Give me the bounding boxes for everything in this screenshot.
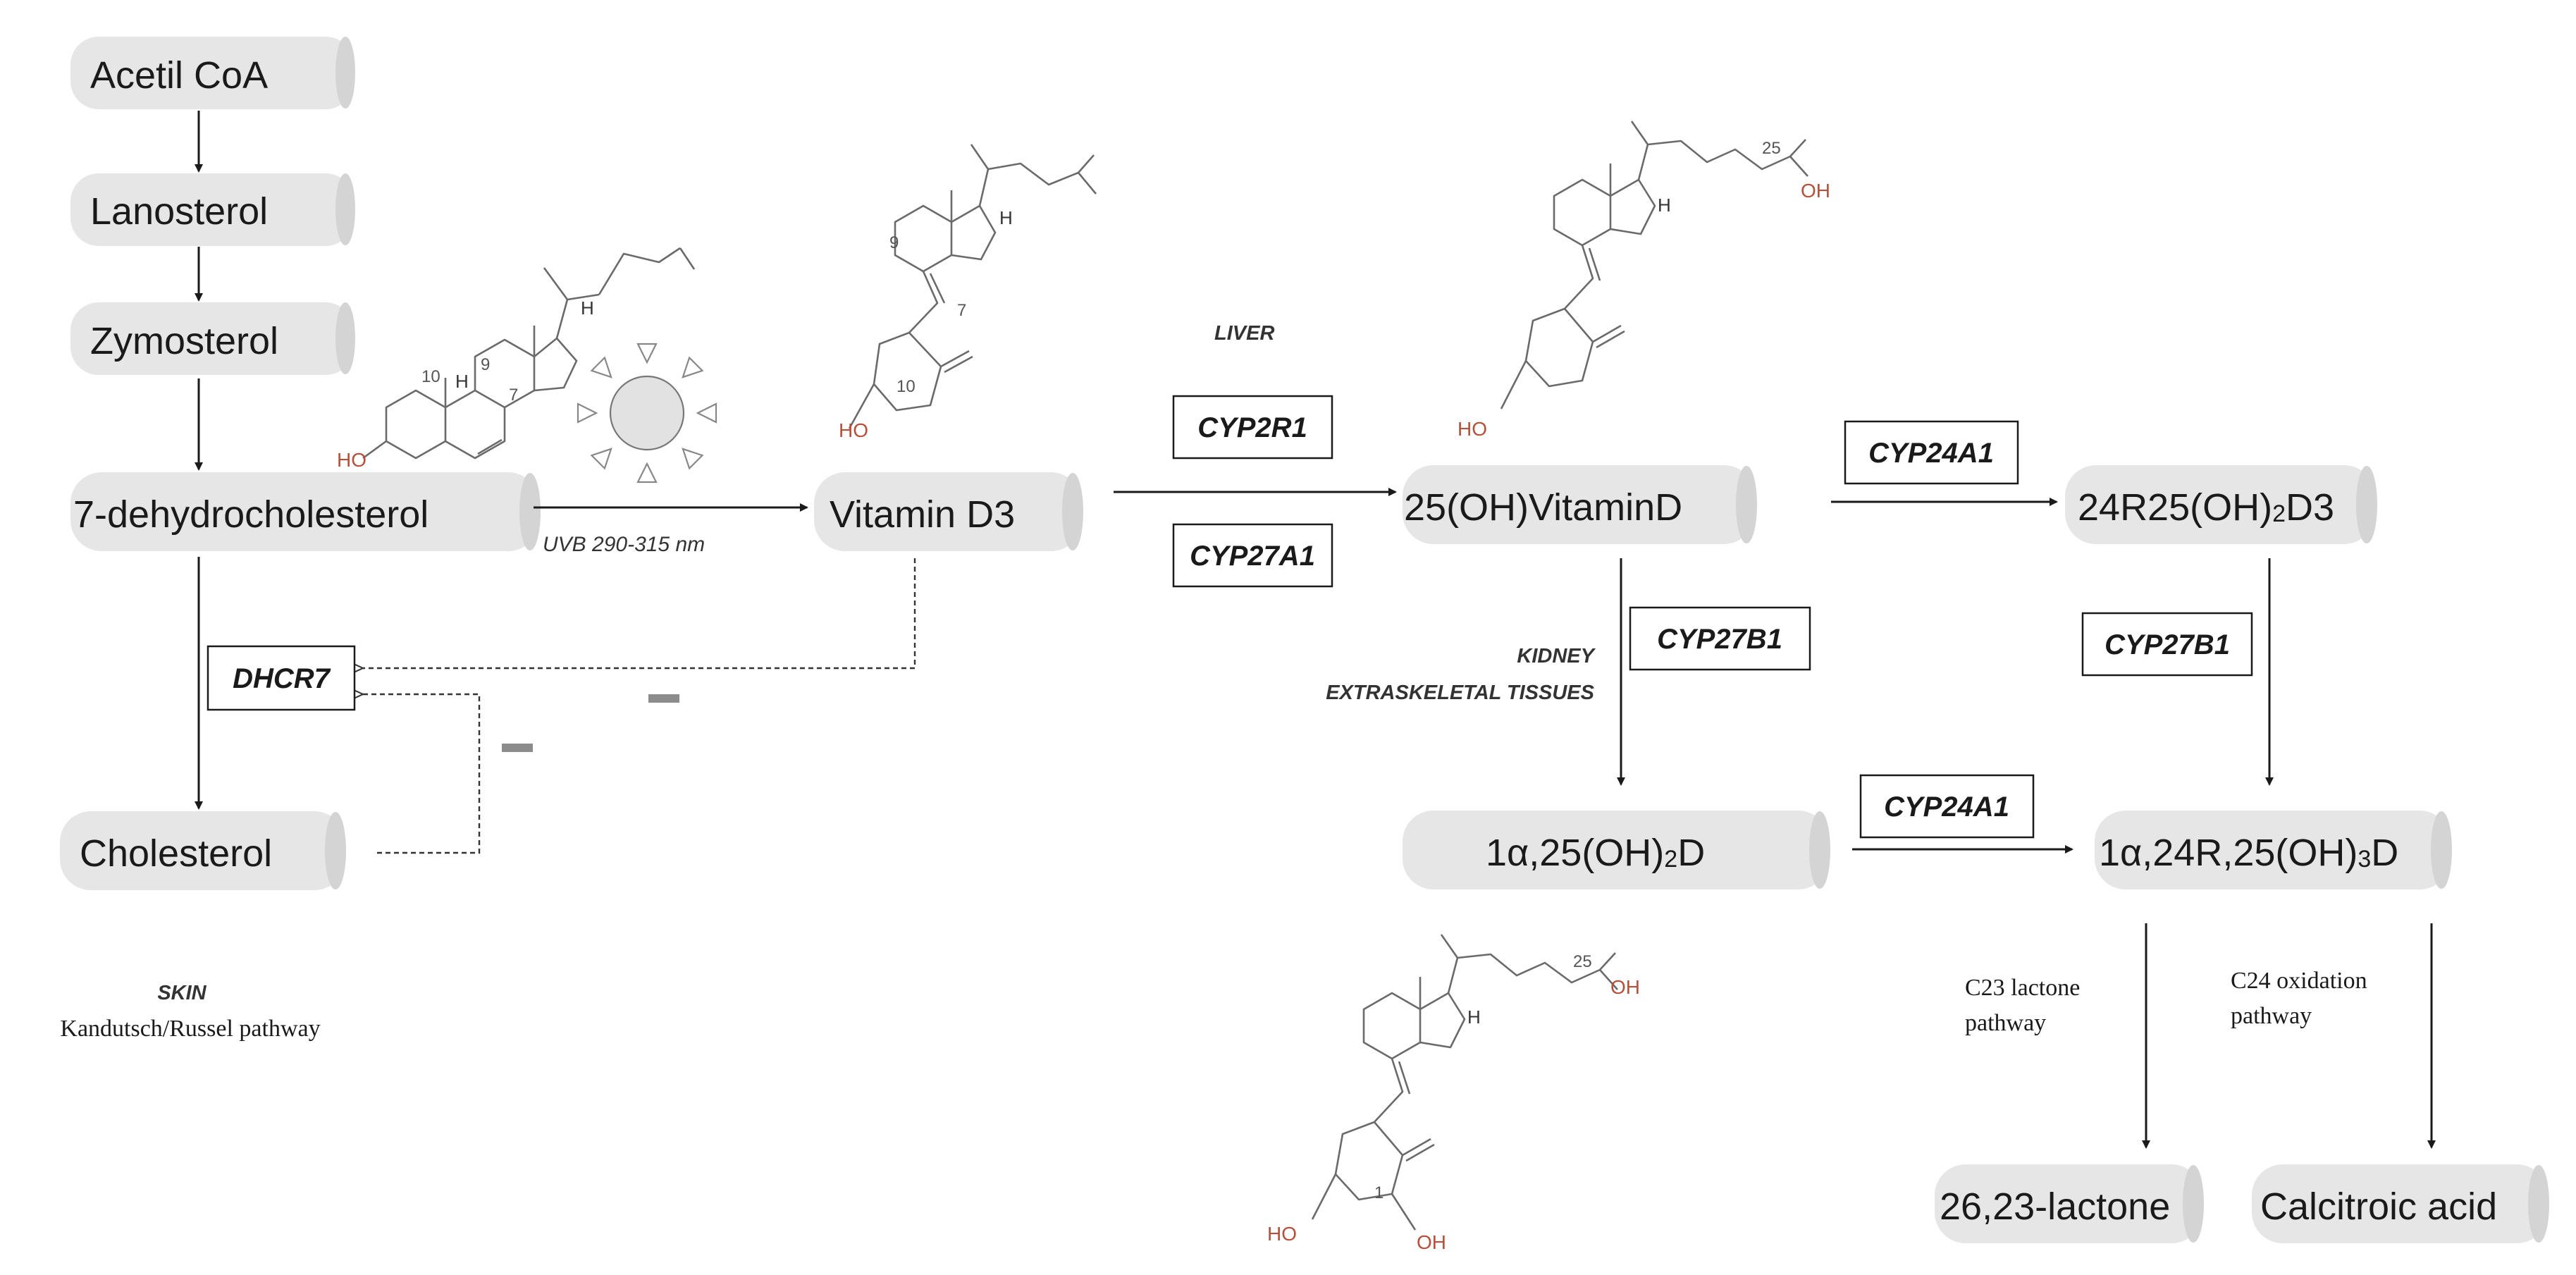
svg-text:9: 9 bbox=[481, 355, 490, 374]
svg-text:HO: HO bbox=[337, 449, 366, 471]
enzyme-cyp27b1-right: CYP27B1 bbox=[2081, 612, 2253, 677]
inhibition-minus-sign bbox=[648, 694, 679, 703]
feedback-inhibition bbox=[363, 558, 916, 854]
enzyme-dhcr7: DHCR7 bbox=[207, 645, 356, 711]
skin-label: SKIN bbox=[157, 982, 207, 1004]
svg-text:OH: OH bbox=[1417, 1231, 1446, 1253]
node-vitamin-d3-label: Vitamin D3 bbox=[830, 493, 1015, 536]
svg-text:25: 25 bbox=[1762, 139, 1781, 158]
structure-1a25-oh2-d: HO OH OH H 25 1 bbox=[1267, 934, 1640, 1253]
enzyme-dhcr7-label: DHCR7 bbox=[233, 663, 331, 694]
node-7-dehydrocholesterol: 7-dehydrocholesterol bbox=[70, 472, 541, 551]
enzyme-cyp24a1-top: CYP24A1 bbox=[1844, 420, 2019, 485]
enzyme-cyp27a1-label: CYP27A1 bbox=[1190, 541, 1315, 572]
c23-label-line2: pathway bbox=[1965, 1010, 2046, 1036]
svg-text:10: 10 bbox=[421, 367, 440, 386]
feedback-cholesterol-to-dhcr7 bbox=[363, 694, 481, 854]
node-cholesterol: Cholesterol bbox=[60, 811, 346, 890]
enzyme-cyp2r1: CYP2R1 bbox=[1172, 395, 1333, 460]
enzyme-cyp24a1-top-label: CYP24A1 bbox=[1868, 438, 1994, 469]
extraskeletal-label: EXTRASKELETAL TISSUES bbox=[1326, 682, 1594, 704]
enzyme-cyp27b1-right-label: CYP27B1 bbox=[2104, 629, 2230, 660]
node-1a25-oh2-d: 1α,25(OH)2D bbox=[1403, 811, 1830, 889]
svg-text:1: 1 bbox=[1374, 1183, 1383, 1202]
svg-text:25: 25 bbox=[1573, 952, 1592, 971]
node-26-23-lactone-label: 26,23-lactone bbox=[1940, 1185, 2170, 1228]
node-zymosterol-label: Zymosterol bbox=[90, 320, 278, 362]
enzyme-cyp27b1-left-label: CYP27B1 bbox=[1657, 624, 1782, 655]
svg-text:7: 7 bbox=[957, 301, 966, 320]
c24-label-line1: C24 oxidation bbox=[2231, 968, 2367, 994]
arrows bbox=[195, 111, 2436, 1149]
enzyme-cyp27b1-left: CYP27B1 bbox=[1629, 606, 1811, 671]
svg-text:7: 7 bbox=[509, 386, 518, 405]
node-calcitroic-acid-label: Calcitroic acid bbox=[2260, 1185, 2497, 1228]
svg-text:OH: OH bbox=[1801, 180, 1830, 202]
enzyme-cyp2r1-label: CYP2R1 bbox=[1197, 412, 1307, 443]
svg-text:H: H bbox=[1658, 195, 1671, 216]
structure-7-dehydrocholesterol: HO H H 10 9 7 bbox=[337, 247, 696, 471]
svg-text:HO: HO bbox=[1267, 1223, 1297, 1245]
node-24r25-oh2-d3-label: 24R25(OH)2D3 bbox=[2078, 486, 2334, 529]
node-vitamin-d3: Vitamin D3 bbox=[814, 472, 1083, 551]
enzyme-cyp27a1: CYP27A1 bbox=[1172, 523, 1333, 588]
svg-text:H: H bbox=[999, 207, 1013, 228]
inhibition-minus-sign bbox=[502, 744, 533, 752]
node-1a24r25-oh3-d: 1α,24R,25(OH)3D bbox=[2095, 811, 2452, 889]
node-cholesterol-label: Cholesterol bbox=[80, 832, 272, 875]
structure-25-oh-vitamin-d: HO OH H 25 bbox=[1458, 121, 1830, 440]
node-24r25-oh2-d3: 24R25(OH)2D3 bbox=[2065, 465, 2377, 544]
node-zymosterol: Zymosterol bbox=[70, 302, 355, 375]
svg-text:H: H bbox=[581, 297, 594, 319]
enzyme-cyp24a1-bottom-label: CYP24A1 bbox=[1884, 792, 2009, 823]
node-acetil-coa-label: Acetil CoA bbox=[90, 54, 268, 97]
svg-text:9: 9 bbox=[889, 233, 899, 252]
kidney-label: KIDNEY bbox=[1517, 645, 1596, 667]
svg-text:OH: OH bbox=[1610, 976, 1640, 998]
svg-text:H: H bbox=[455, 371, 469, 392]
node-1a25-oh2-d-label: 1α,25(OH)2D bbox=[1486, 832, 1705, 874]
svg-text:10: 10 bbox=[896, 377, 916, 396]
node-calcitroic-acid: Calcitroic acid bbox=[2252, 1164, 2549, 1243]
kandutsch-label: Kandutsch/Russel pathway bbox=[60, 1016, 320, 1042]
structure-vitamin-d3: HO H 9 7 10 bbox=[839, 144, 1097, 441]
svg-text:HO: HO bbox=[839, 419, 868, 441]
node-7-dehydrocholesterol-label: 7-dehydrocholesterol bbox=[73, 493, 429, 536]
svg-text:HO: HO bbox=[1458, 418, 1487, 440]
liver-label: LIVER bbox=[1214, 322, 1274, 345]
node-lanosterol: Lanosterol bbox=[70, 173, 355, 246]
node-25-oh-vitamin-d-label: 25(OH)VitaminD bbox=[1404, 486, 1682, 529]
svg-text:H: H bbox=[1467, 1006, 1481, 1028]
feedback-vitd3-to-dhcr7 bbox=[363, 558, 916, 668]
c24-label-line2: pathway bbox=[2231, 1003, 2312, 1029]
uvb-label: UVB 290-315 nm bbox=[543, 533, 705, 556]
node-acetil-coa: Acetil CoA bbox=[70, 37, 355, 109]
node-1a24r25-oh3-d-label: 1α,24R,25(OH)3D bbox=[2099, 832, 2398, 874]
node-26-23-lactone: 26,23-lactone bbox=[1935, 1164, 2204, 1243]
sun-icon bbox=[577, 343, 717, 483]
c23-label-line1: C23 lactone bbox=[1965, 975, 2080, 1001]
node-25-oh-vitamin-d: 25(OH)VitaminD bbox=[1403, 465, 1757, 544]
node-lanosterol-label: Lanosterol bbox=[90, 190, 268, 233]
enzyme-cyp24a1-bottom: CYP24A1 bbox=[1859, 774, 2035, 839]
